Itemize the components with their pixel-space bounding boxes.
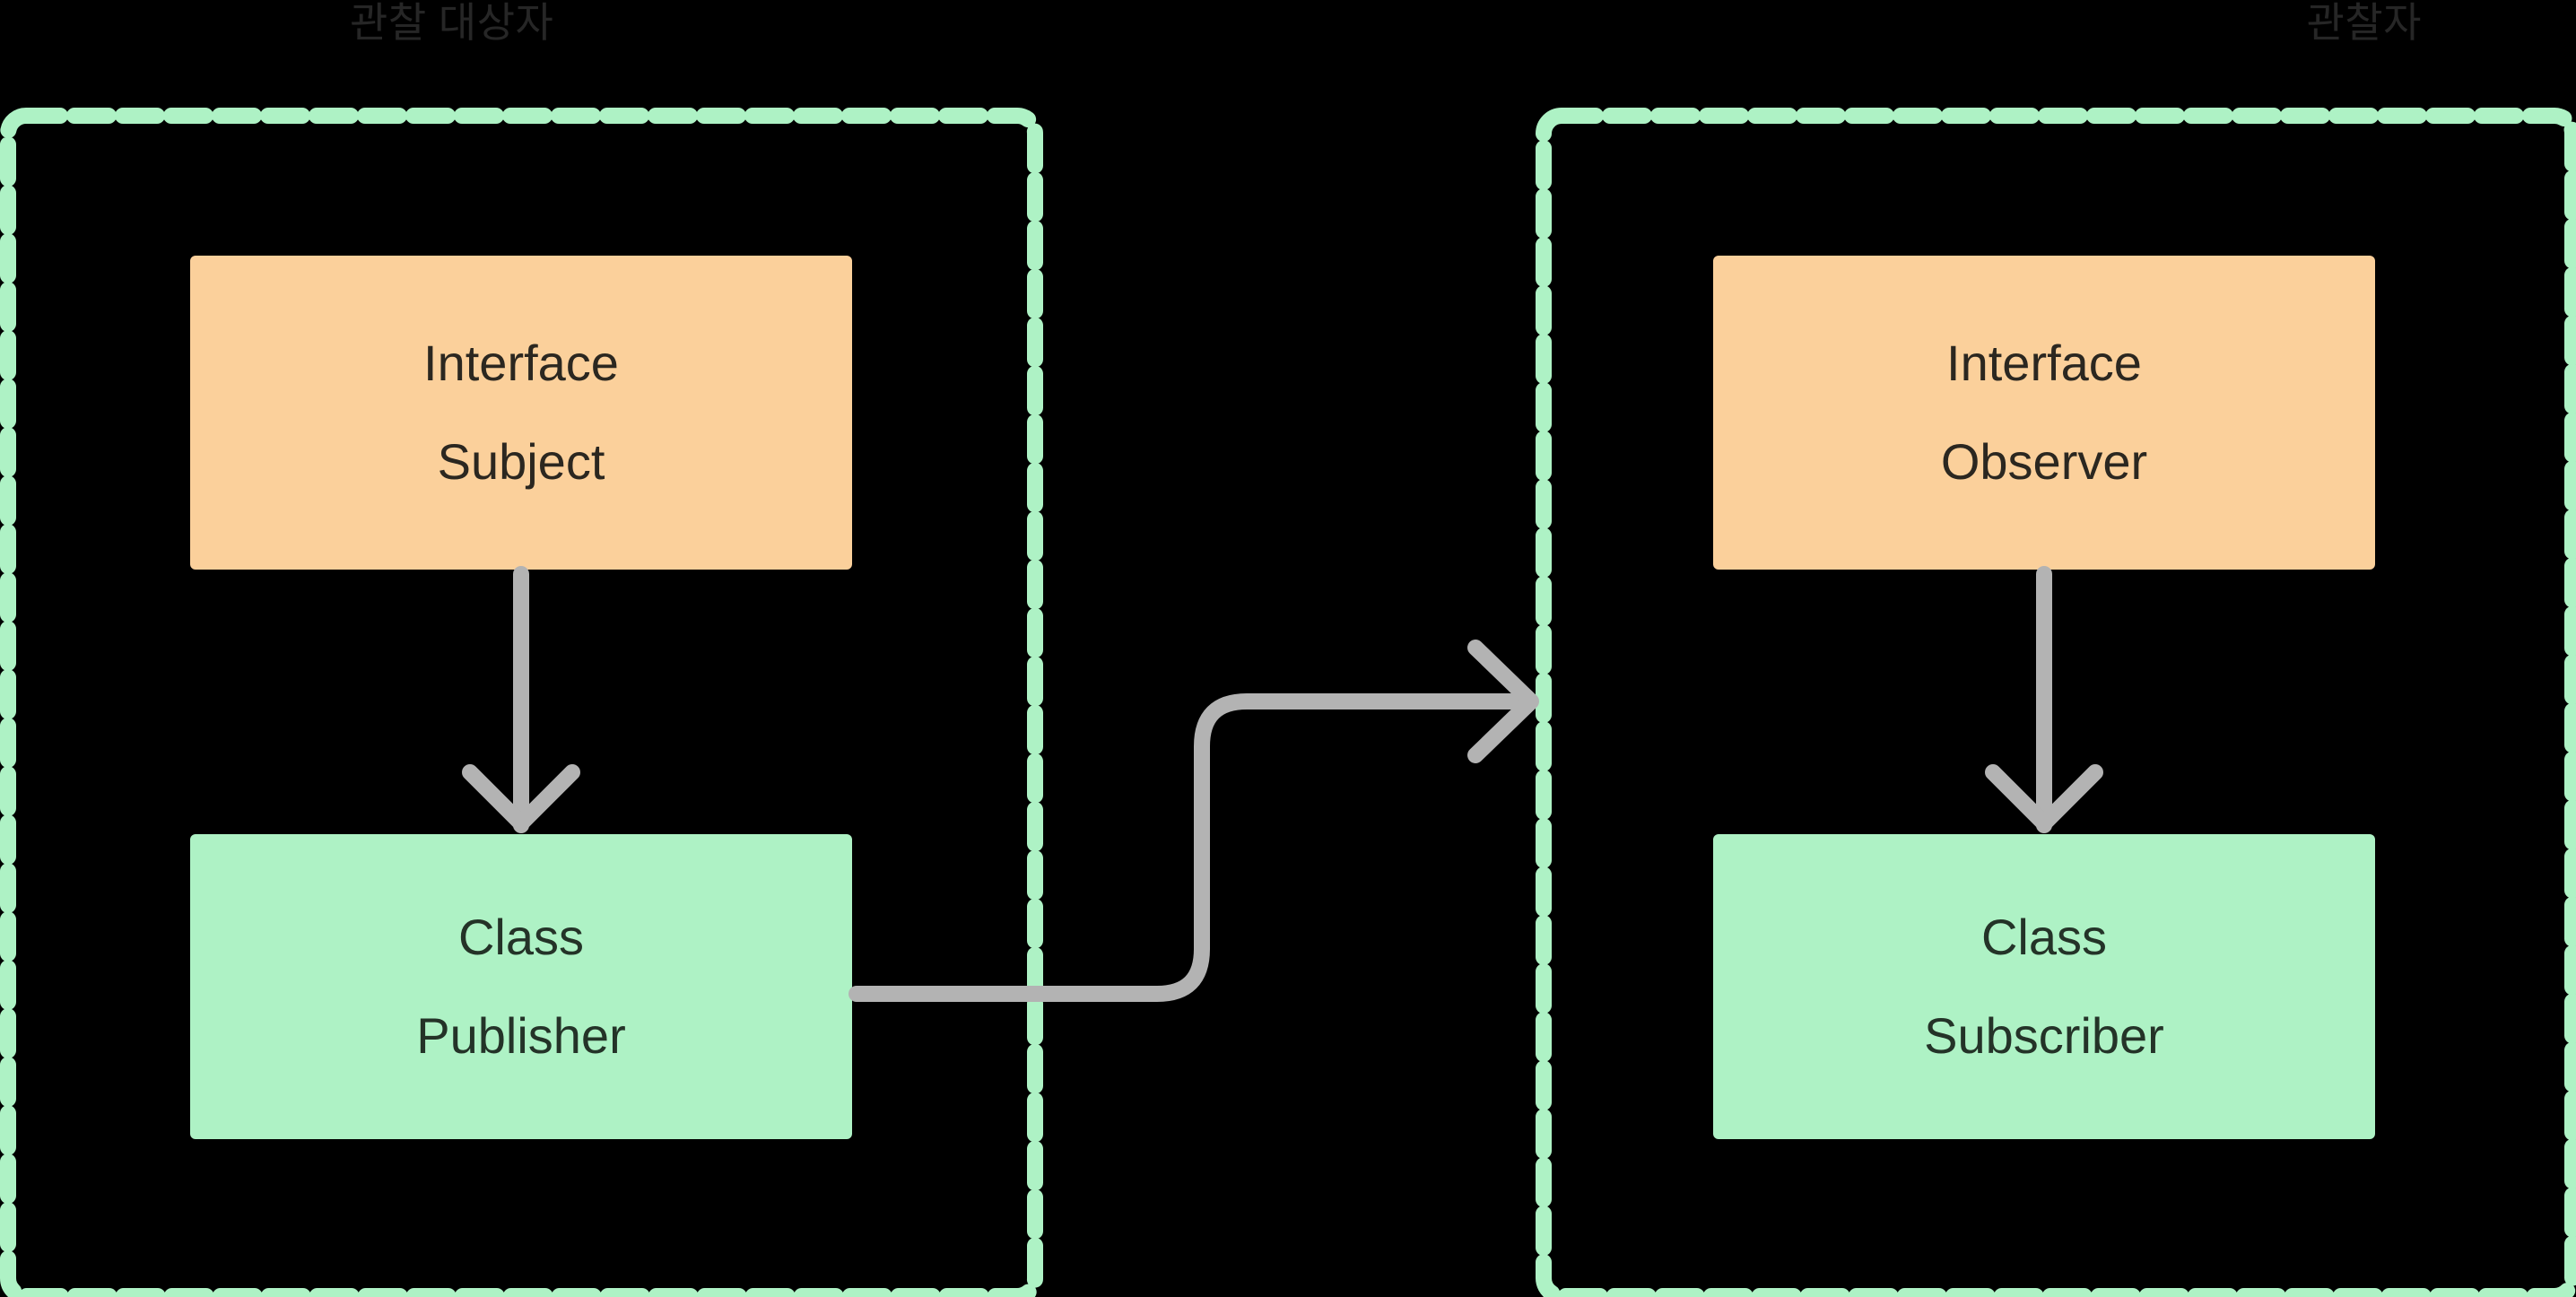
node-name-label: Subscriber bbox=[1924, 1007, 2164, 1064]
node-class-publisher[interactable]: Class Publisher bbox=[190, 834, 852, 1139]
node-interface-observer[interactable]: Interface Observer bbox=[1713, 256, 2375, 570]
node-interface-subject[interactable]: Interface Subject bbox=[190, 256, 852, 570]
arrowhead-chevron-right bbox=[1467, 640, 1539, 763]
node-kind-label: Interface bbox=[1946, 335, 2142, 391]
group-title-observer: 관찰자 bbox=[2306, 0, 2422, 46]
node-name-label: Subject bbox=[437, 433, 605, 490]
group-border-observer-dashes bbox=[1536, 108, 2576, 1297]
group-container-observer bbox=[1536, 108, 2576, 1297]
node-class-subscriber[interactable]: Class Subscriber bbox=[1713, 834, 2375, 1139]
node-name-label: Publisher bbox=[416, 1007, 626, 1064]
node-kind-label: Class bbox=[1980, 909, 2108, 965]
group-title-observed: 관찰 대상자 bbox=[350, 0, 554, 46]
node-name-label: Observer bbox=[1940, 433, 2148, 490]
node-kind-label: Interface bbox=[423, 335, 619, 391]
node-kind-label: Class bbox=[457, 909, 585, 965]
